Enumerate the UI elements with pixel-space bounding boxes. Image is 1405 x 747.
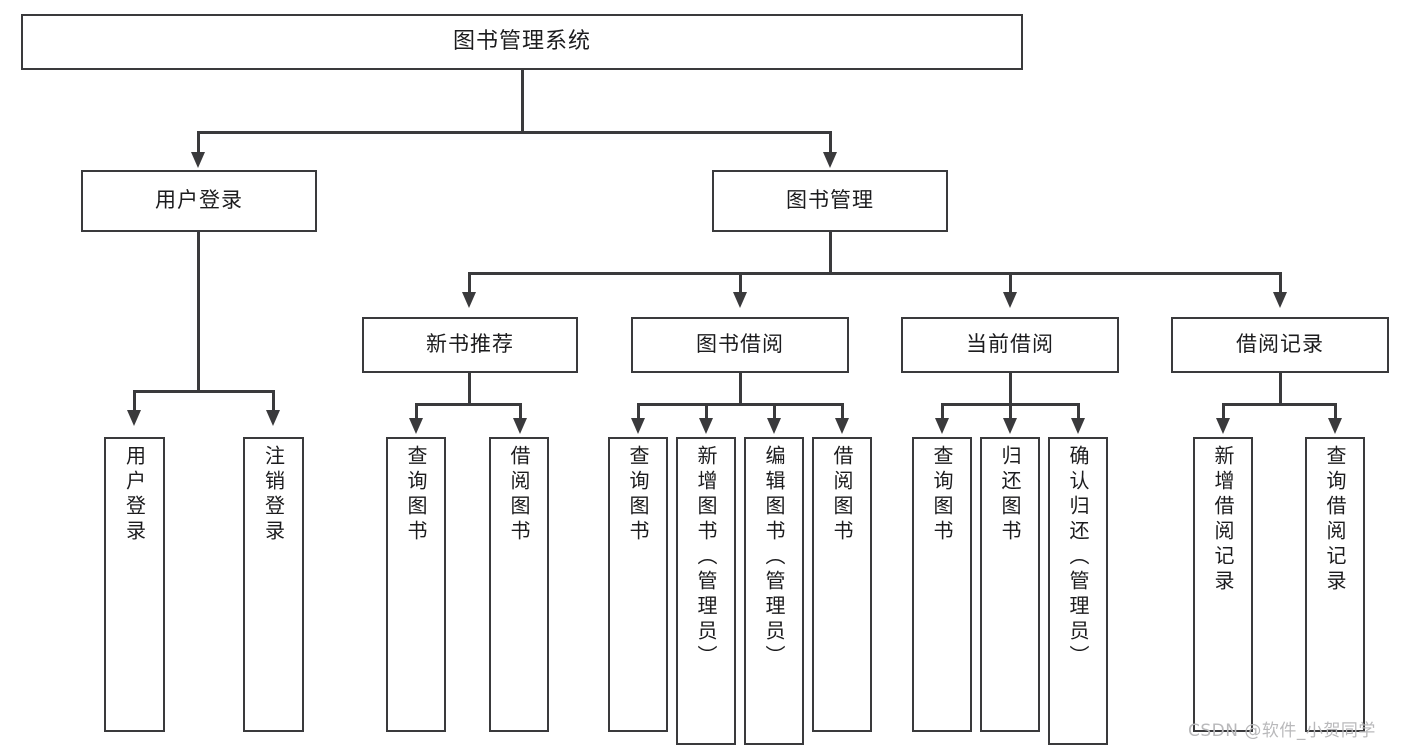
- arrowhead-bb-leaf-2: [699, 418, 713, 434]
- connector-nbr-drop-1: [415, 403, 418, 419]
- leaf-book-borrow-add-book-admin[interactable]: 新增图书（管理员）: [676, 437, 736, 745]
- leaf-label: 查询图书: [626, 445, 650, 545]
- connector-nbr-drop-2: [519, 403, 522, 419]
- leaf-label: 用户登录: [122, 445, 147, 545]
- arrowhead-br-leaf-1: [1216, 418, 1230, 434]
- connector-user-login-stem: [197, 232, 200, 392]
- node-label: 用户登录: [155, 188, 243, 213]
- arrowhead-bb-leaf-4: [835, 418, 849, 434]
- leaf-label: 编辑图书（管理员）: [762, 445, 786, 670]
- leaf-label: 归还图书: [998, 445, 1022, 545]
- leaf-current-borrow-return-book[interactable]: 归还图书: [980, 437, 1040, 732]
- connector-cb-drop-1: [941, 403, 944, 419]
- arrowhead-root-to-book-management: [823, 152, 837, 168]
- node-label: 当前借阅: [966, 332, 1054, 357]
- leaf-user-login-login[interactable]: 用户登录: [104, 437, 165, 732]
- connector-book-management-stem: [829, 232, 832, 274]
- node-label: 新书推荐: [426, 332, 514, 357]
- leaf-label: 查询借阅记录: [1323, 445, 1347, 595]
- node-borrow-record[interactable]: 借阅记录: [1171, 317, 1389, 373]
- leaf-borrow-record-add-record[interactable]: 新增借阅记录: [1193, 437, 1253, 732]
- arrowhead-cb-leaf-3: [1071, 418, 1085, 434]
- connector-cb-drop-3: [1077, 403, 1080, 419]
- leaf-book-borrow-borrow-book[interactable]: 借阅图书: [812, 437, 872, 732]
- leaf-current-borrow-query-book[interactable]: 查询图书: [912, 437, 972, 732]
- arrowhead-cb-leaf-1: [935, 418, 949, 434]
- leaf-label: 新增借阅记录: [1211, 445, 1235, 595]
- arrowhead-current-borrow: [1003, 292, 1017, 308]
- connector-bb-drop-4: [841, 403, 844, 419]
- leaf-label: 查询图书: [404, 445, 428, 545]
- arrowhead-new-book-recommend: [462, 292, 476, 308]
- connector-user-login-drop-2: [272, 390, 275, 412]
- connector-root-to-user-login: [197, 131, 200, 155]
- arrowhead-borrow-record: [1273, 292, 1287, 308]
- arrowhead-bb-leaf-1: [631, 418, 645, 434]
- node-label: 借阅记录: [1236, 332, 1324, 357]
- leaf-book-borrow-query-book[interactable]: 查询图书: [608, 437, 668, 732]
- connector-to-current-borrow: [1009, 272, 1012, 294]
- leaf-label: 确认归还（管理员）: [1066, 445, 1090, 670]
- connector-bb-drop-2: [705, 403, 708, 419]
- connector-new-book-recommend-bus: [415, 403, 520, 406]
- node-user-login[interactable]: 用户登录: [81, 170, 317, 232]
- arrowhead-bb-leaf-3: [767, 418, 781, 434]
- connector-level3-bus: [468, 272, 1280, 275]
- node-book-borrow[interactable]: 图书借阅: [631, 317, 849, 373]
- connector-user-login-drop-1: [133, 390, 136, 412]
- connector-borrow-record-bus: [1222, 403, 1336, 406]
- connector-book-borrow-bus: [637, 403, 843, 406]
- connector-user-login-bus: [133, 390, 275, 393]
- node-label: 图书管理: [786, 188, 874, 213]
- arrowhead-nbr-leaf-2: [513, 418, 527, 434]
- connector-bb-drop-1: [637, 403, 640, 419]
- connector-bb-drop-3: [773, 403, 776, 419]
- connector-borrow-record-stem: [1279, 373, 1282, 405]
- leaf-book-borrow-edit-book-admin[interactable]: 编辑图书（管理员）: [744, 437, 804, 745]
- arrowhead-user-login-leaf-1: [127, 410, 141, 426]
- connector-root-to-book-management: [829, 131, 832, 155]
- leaf-borrow-record-query-record[interactable]: 查询借阅记录: [1305, 437, 1365, 732]
- leaf-label: 新增图书（管理员）: [694, 445, 718, 670]
- connector-br-drop-1: [1222, 403, 1225, 419]
- connector-new-book-recommend-stem: [468, 373, 471, 405]
- arrowhead-user-login-leaf-2: [266, 410, 280, 426]
- connector-to-new-book-recommend: [468, 272, 471, 294]
- connector-root-stem: [521, 70, 524, 132]
- csdn-watermark: CSDN @软件_小贺同学: [1188, 721, 1376, 741]
- connector-book-borrow-stem: [739, 373, 742, 405]
- arrowhead-book-borrow: [733, 292, 747, 308]
- leaf-label: 注销登录: [261, 445, 286, 545]
- connector-to-borrow-record: [1279, 272, 1282, 294]
- node-book-management[interactable]: 图书管理: [712, 170, 948, 232]
- node-root-book-management-system[interactable]: 图书管理系统: [21, 14, 1023, 70]
- connector-current-borrow-stem: [1009, 373, 1012, 405]
- node-new-book-recommend[interactable]: 新书推荐: [362, 317, 578, 373]
- leaf-label: 查询图书: [930, 445, 954, 545]
- leaf-user-login-logout[interactable]: 注销登录: [243, 437, 304, 732]
- leaf-new-book-recommend-borrow-book[interactable]: 借阅图书: [489, 437, 549, 732]
- node-label: 图书借阅: [696, 332, 784, 357]
- leaf-label: 借阅图书: [830, 445, 854, 545]
- connector-br-drop-2: [1334, 403, 1337, 419]
- connector-to-book-borrow: [739, 272, 742, 294]
- arrowhead-nbr-leaf-1: [409, 418, 423, 434]
- node-label: 图书管理系统: [452, 28, 591, 54]
- connector-cb-drop-2: [1009, 403, 1012, 419]
- connector-root-bus: [197, 131, 832, 134]
- leaf-new-book-recommend-query-book[interactable]: 查询图书: [386, 437, 446, 732]
- node-current-borrow[interactable]: 当前借阅: [901, 317, 1119, 373]
- arrowhead-root-to-user-login: [191, 152, 205, 168]
- leaf-label: 借阅图书: [507, 445, 531, 545]
- arrowhead-cb-leaf-2: [1003, 418, 1017, 434]
- leaf-current-borrow-confirm-return-admin[interactable]: 确认归还（管理员）: [1048, 437, 1108, 745]
- arrowhead-br-leaf-2: [1328, 418, 1342, 434]
